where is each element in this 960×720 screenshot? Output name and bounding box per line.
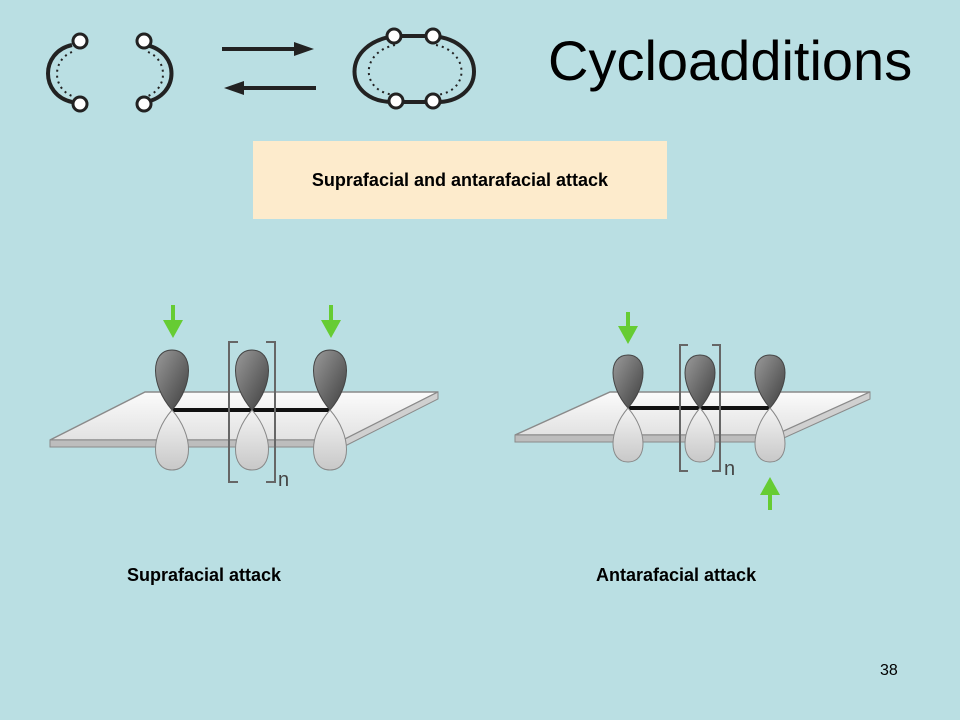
dienophile-fragment-right-icon <box>135 32 174 113</box>
p-orbital-icon <box>313 349 347 471</box>
cycloadduct-ring-icon <box>352 27 476 110</box>
antarafacial-diagram: n <box>514 312 871 510</box>
caption-suprafacial: Suprafacial attack <box>127 565 282 585</box>
caption-antarafacial: Antarafacial attack <box>596 565 757 585</box>
page-number: 38 <box>880 662 898 679</box>
green-attack-arrow-icon <box>321 305 341 338</box>
slide-title: Cycloadditions <box>548 29 913 92</box>
diene-fragment-left-icon <box>46 32 89 113</box>
green-attack-arrow-icon <box>760 477 780 510</box>
green-attack-arrow-icon <box>163 305 183 338</box>
repeat-bracket <box>228 341 276 483</box>
subtitle-box: Suprafacial and antarafacial attack <box>253 141 667 219</box>
p-orbital-icon <box>155 349 189 471</box>
green-attack-arrow-icon <box>618 312 638 344</box>
p-orbital-icon <box>754 354 786 463</box>
equilibrium-arrows-icon <box>222 42 316 95</box>
p-orbital-icon <box>235 349 269 471</box>
repeat-bracket <box>679 344 721 472</box>
repeat-n-label: n <box>278 469 289 491</box>
suprafacial-diagram: n <box>49 305 439 491</box>
subtitle-text: Suprafacial and antarafacial attack <box>311 169 609 190</box>
p-orbital-icon <box>684 354 716 463</box>
repeat-n-label: n <box>724 458 735 480</box>
p-orbital-icon <box>612 354 644 463</box>
